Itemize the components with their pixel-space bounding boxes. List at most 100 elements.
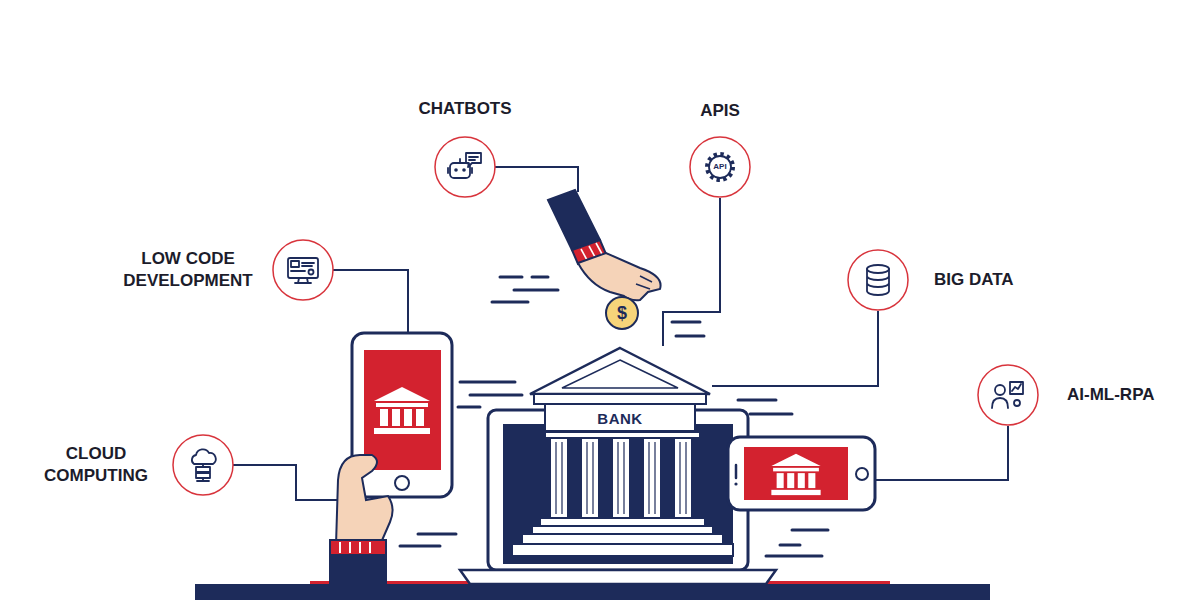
chat-icon-stroke xyxy=(454,168,458,172)
ai-icon-stroke xyxy=(1014,400,1020,406)
right-phone-part xyxy=(734,482,737,485)
laptop-part xyxy=(488,410,748,570)
speed-dashes-part xyxy=(500,276,522,279)
callout-label: CLOUD COMPUTING xyxy=(36,443,156,487)
ai-icon xyxy=(992,382,1023,408)
leader-connector xyxy=(712,311,878,386)
bank-pediment xyxy=(530,348,710,394)
bank-building xyxy=(512,432,733,556)
bank-building-part-part xyxy=(555,442,556,514)
leader-lines-part xyxy=(876,426,1008,480)
leader-lines-part xyxy=(495,167,578,192)
hand-holding-phone-part xyxy=(330,555,386,584)
right-phone-part xyxy=(744,447,848,500)
bank-building-part xyxy=(674,438,692,518)
bank-building-part xyxy=(522,534,723,544)
api-icon-stroke xyxy=(709,156,731,178)
code-icon-stroke xyxy=(309,270,314,275)
data-icon-stroke xyxy=(867,269,889,295)
icon-circle-outline xyxy=(690,137,750,197)
icon-circle-node: LOW CODE DEVELOPMENT xyxy=(272,239,334,301)
bank-building-part-part xyxy=(617,442,618,514)
ai-icon-stroke xyxy=(992,398,1008,408)
hand-holding-phone-part xyxy=(340,542,370,553)
hand-with-coin xyxy=(548,190,661,329)
chat-icon-stroke xyxy=(466,153,481,167)
speed-dashes xyxy=(400,277,828,556)
icon-circle-node: APISAPI xyxy=(689,136,751,198)
leader-lines-part xyxy=(233,465,338,500)
hand-holding-phone-part-part xyxy=(349,542,351,553)
bank-building-part-part xyxy=(648,442,649,514)
ai-icon-stroke xyxy=(1010,382,1023,394)
hand-with-coin-part-part xyxy=(596,243,602,254)
bank-sign-node: BANK xyxy=(528,346,712,432)
bank-building-part xyxy=(581,438,599,518)
leader-connector xyxy=(663,198,720,346)
icon-circle-node: AI-ML-RPA xyxy=(977,364,1039,426)
callout-label: APIS xyxy=(670,100,770,122)
speed-dashes-part xyxy=(460,381,515,384)
speed-dashes-part xyxy=(780,544,800,547)
hand-holding-phone xyxy=(330,455,393,584)
speed-dashes-part xyxy=(792,529,828,532)
ground-bar-part xyxy=(195,584,990,600)
bank-building-part xyxy=(550,438,568,518)
speed-dashes-part xyxy=(514,289,558,292)
bank-pediment-inner xyxy=(562,360,678,388)
bank-building-part xyxy=(643,438,661,518)
icon-circle xyxy=(172,434,234,496)
icon-circle xyxy=(434,136,496,198)
left-phone-part xyxy=(395,476,409,490)
left-phone-part xyxy=(374,387,430,434)
right-phone xyxy=(728,437,875,510)
leader-lines-part xyxy=(333,270,408,334)
speed-dashes-part xyxy=(458,406,480,409)
speed-dashes-part xyxy=(492,301,528,304)
hand-holding-phone-part xyxy=(330,540,386,555)
api-icon-stroke xyxy=(707,154,733,180)
icon-circle-node: CLOUD COMPUTING xyxy=(172,434,234,496)
icon-circle-outline xyxy=(173,435,233,495)
speed-dashes-part xyxy=(418,533,456,536)
right-phone-part xyxy=(728,437,875,510)
speed-dashes-part xyxy=(470,394,522,397)
bank-building-part xyxy=(532,526,713,534)
speed-dashes-part xyxy=(532,276,548,279)
icon-circle-outline xyxy=(273,240,333,300)
bank-building-part-part xyxy=(679,442,680,514)
right-phone-part xyxy=(735,465,738,478)
icon-circle-outline xyxy=(978,365,1038,425)
coin-symbol: $ xyxy=(617,304,627,322)
hand-holding-phone-part-part xyxy=(369,542,371,553)
chat-icon xyxy=(448,153,481,178)
icon-circle-outline xyxy=(435,137,495,197)
bank-building-part-part xyxy=(685,442,686,514)
speed-dashes-part xyxy=(672,321,700,324)
hand-with-coin-part xyxy=(606,297,638,329)
icon-circle xyxy=(977,364,1039,426)
code-icon-stroke xyxy=(291,263,314,283)
cloud-icon-stroke xyxy=(197,464,209,481)
code-icon-stroke xyxy=(288,258,318,278)
chat-icon-stroke xyxy=(462,168,466,172)
ai-icon-stroke xyxy=(1012,384,1021,391)
laptop-part xyxy=(460,570,776,584)
bank-building-part xyxy=(512,544,733,556)
speed-dashes-part xyxy=(766,555,822,558)
hand-with-coin-part-part xyxy=(589,246,595,257)
speed-dashes-part xyxy=(400,545,440,548)
speed-dashes-part xyxy=(676,335,704,338)
hand-holding-phone-part xyxy=(336,455,393,545)
icon-text: API xyxy=(713,163,726,171)
ai-icon-stroke xyxy=(995,385,1005,395)
callout-label: CHATBOTS xyxy=(385,98,545,120)
bank-building-part-part xyxy=(654,442,655,514)
code-icon xyxy=(288,258,318,283)
bank-building-part xyxy=(556,442,686,514)
laptop-part xyxy=(503,424,733,564)
callout-label: AI-ML-RPA xyxy=(1067,384,1187,406)
cloud-icon xyxy=(192,449,216,481)
